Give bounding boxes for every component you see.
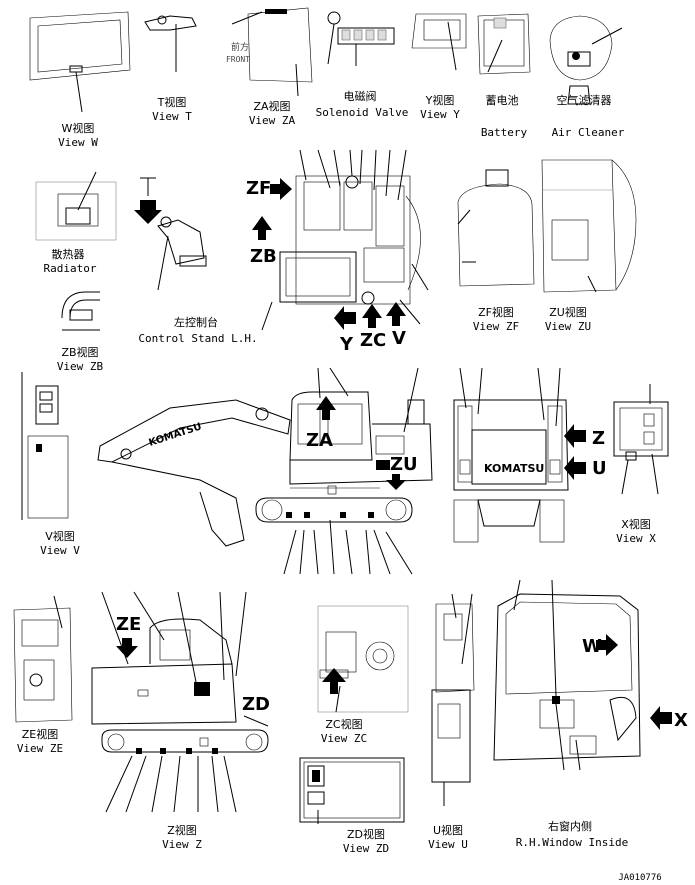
view-w-en: View W (58, 136, 98, 149)
view-za-en: View ZA (249, 114, 296, 127)
rh-window-cn: 右窗内侧 (548, 819, 592, 833)
view-w-drawing (29, 11, 131, 113)
view-zu-cn: ZU视图 (549, 305, 587, 319)
view-zu-en: View ZU (545, 320, 591, 333)
arrow-y-label: Y (339, 334, 354, 355)
control-stand-en: Control Stand L.H. (138, 332, 257, 345)
arrow-zd-label: ZD (242, 694, 270, 715)
rh-window-drawing (493, 579, 641, 771)
arrow-w-label: W (582, 636, 602, 657)
view-ze-drawing (13, 595, 73, 723)
view-zb-en: View ZB (57, 360, 104, 373)
view-u-cn: U视图 (433, 823, 463, 837)
view-v-drawing (21, 372, 69, 520)
view-zf-cn: ZF视图 (478, 305, 514, 319)
arrow-v (386, 302, 406, 326)
view-zc-cn: ZC视图 (325, 717, 362, 731)
view-x-en: View X (616, 532, 656, 545)
view-t-drawing (144, 15, 197, 72)
zd-leader (243, 715, 269, 727)
view-zd-drawing (299, 757, 405, 824)
arrow-ze-label: ZE (116, 614, 141, 635)
view-ze-cn: ZE视图 (22, 727, 59, 741)
arrow-zc-label: ZC (360, 330, 386, 351)
arrow-zc-inner (322, 668, 346, 694)
radiator-en: Radiator (44, 262, 97, 275)
view-zd-en: View ZD (343, 842, 389, 855)
view-y-drawing (411, 13, 467, 71)
control-stand-drawing (134, 177, 207, 291)
view-zf-en: View ZF (473, 320, 519, 333)
view-zd-cn: ZD视图 (347, 827, 385, 841)
solenoid-cn: 电磁阀 (344, 89, 377, 103)
arrow-za-label: ZA (306, 430, 333, 451)
view-v-cn: V视图 (45, 529, 75, 543)
battery-en: Battery (481, 126, 528, 139)
boom-brand: KOMATSU (148, 421, 204, 448)
arrow-zc (362, 304, 382, 328)
view-y-en: View Y (420, 108, 460, 121)
view-w-cn: W视图 (62, 121, 95, 135)
arrow-u (564, 456, 586, 480)
view-t-en: View T (152, 110, 192, 123)
rear-brand: KOMATSU (484, 462, 544, 475)
battery-cn: 蓄电池 (486, 94, 519, 107)
rh-window-en: R.H.Window Inside (516, 836, 629, 849)
excavator-rear-drawing: KOMATSU (453, 367, 569, 543)
control-stand-cn: 左控制台 (174, 315, 218, 329)
view-z-cn: Z视图 (167, 823, 197, 837)
radiator-cn: 散热器 (52, 247, 85, 261)
arrow-z (564, 424, 586, 448)
view-zc-en: View ZC (321, 732, 367, 745)
view-u-en: View U (428, 838, 468, 851)
view-u-drawing (431, 593, 475, 806)
arrow-y (334, 306, 356, 330)
radiator-drawing (35, 171, 117, 241)
arrow-u-label: U (592, 458, 607, 479)
view-za-drawing (231, 7, 313, 97)
arrow-zb-label: ZB (250, 246, 277, 267)
view-x-cn: X视图 (621, 517, 651, 531)
view-zf-drawing (457, 169, 535, 287)
view-zb-cn: ZB视图 (61, 345, 98, 359)
arrow-v-label: V (392, 328, 406, 349)
view-ze-en: View ZE (17, 742, 63, 755)
battery-drawing (477, 13, 531, 75)
front-en: FRONT (226, 55, 250, 64)
excavator-side-drawing: KOMATSU (97, 367, 433, 575)
air-cleaner-en: Air Cleaner (552, 126, 625, 139)
drawing-id: JA010776 (618, 873, 661, 883)
solenoid-en: Solenoid Valve (316, 106, 409, 119)
front-cn: 前方 (231, 41, 249, 53)
view-x-drawing (613, 384, 669, 495)
arrow-x-label: X (674, 710, 688, 731)
view-y-cn: Y视图 (425, 93, 455, 107)
arrow-z-label: Z (592, 428, 605, 449)
arrow-w (596, 634, 618, 656)
cab-panel-drawing (261, 149, 429, 331)
view-zu-drawing (541, 159, 637, 293)
air-cleaner-drawing (549, 15, 623, 105)
arrow-zf-label: ZF (246, 178, 271, 199)
excavator-front-drawing (91, 591, 269, 813)
arrow-za (316, 396, 336, 420)
arrow-zb (252, 216, 272, 240)
view-v-en: View V (40, 544, 80, 557)
air-cleaner-cn: 空气滤清器 (557, 93, 612, 107)
arrow-x (650, 706, 672, 730)
arrow-zf (270, 178, 292, 200)
view-za-cn: ZA视图 (253, 99, 290, 113)
solenoid-valve-drawing (327, 11, 395, 66)
view-zb-drawing (61, 291, 100, 331)
view-z-en: View Z (162, 838, 202, 851)
arrow-zu-label: ZU (390, 454, 418, 475)
view-t-cn: T视图 (157, 95, 187, 109)
arrow-zu (386, 474, 406, 490)
arrow-ze (116, 638, 138, 658)
view-zc-drawing (317, 605, 409, 713)
